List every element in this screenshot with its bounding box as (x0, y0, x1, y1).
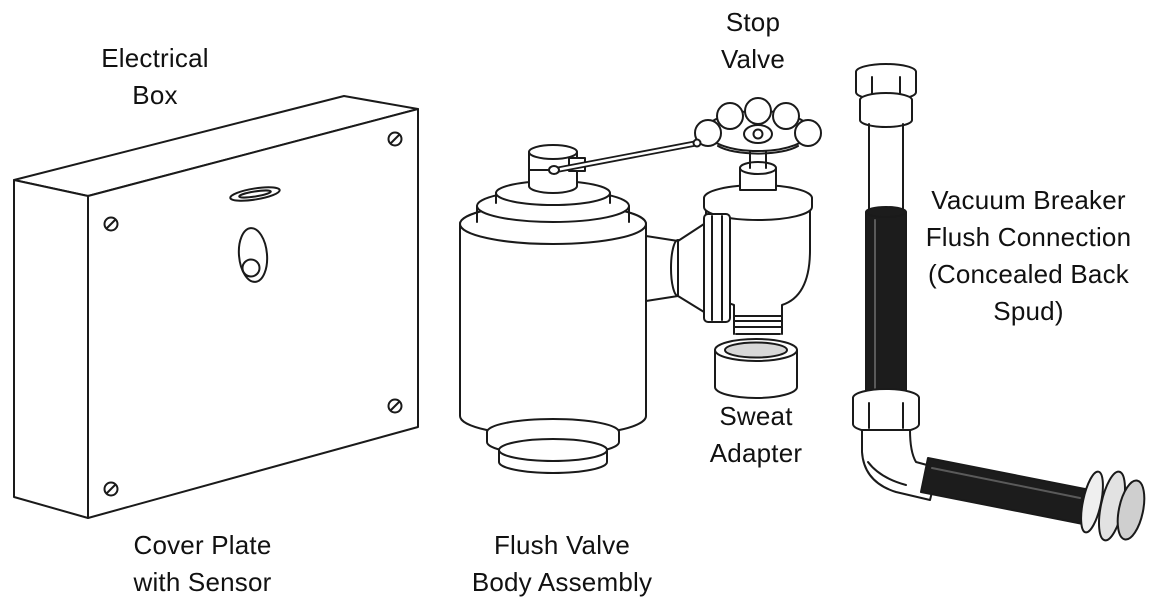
sweat-adapter-label: Sweat Adapter (709, 401, 803, 468)
coupling-nut (645, 213, 731, 323)
handwheel (694, 97, 822, 155)
stop-valve-label: Stop Valve (720, 7, 786, 74)
control-stop-rod (548, 138, 702, 175)
vacuum-breaker-drawing (852, 63, 1146, 542)
electrical-box-drawing (13, 95, 419, 519)
vacuum-breaker-label: Vacuum Breaker Flush Connection (Conceal… (925, 185, 1132, 326)
electrical-box-label: Electrical Box (101, 43, 209, 110)
sensor-window (237, 227, 269, 283)
flush-valve-label: Flush Valve Body Assembly (471, 530, 653, 597)
cover-plate-label: Cover Plate with Sensor (133, 530, 272, 597)
stop-valve-drawing (694, 97, 822, 335)
sweat-adapter-drawing (714, 338, 798, 399)
flush-valve-body-drawing (459, 144, 647, 474)
sensor-slot (229, 186, 281, 202)
